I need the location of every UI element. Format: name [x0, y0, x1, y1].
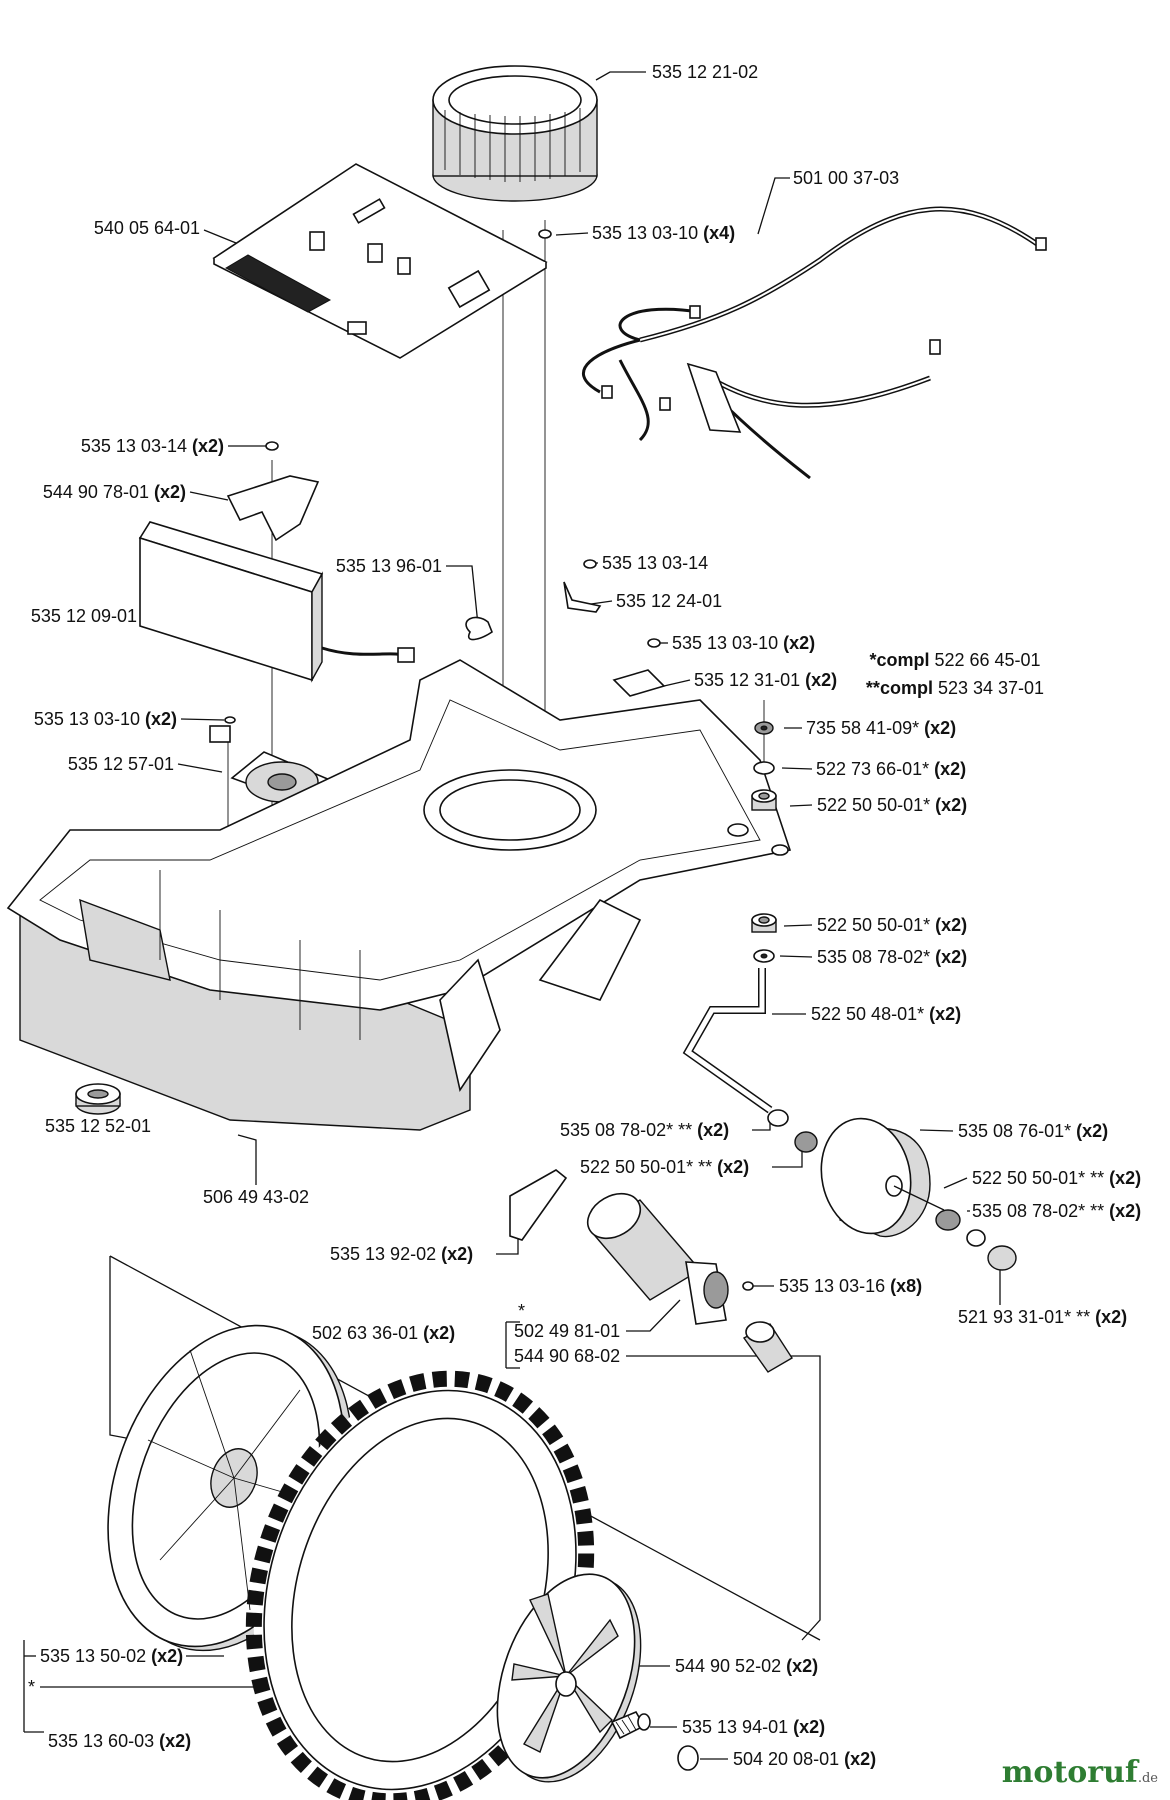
- wire-harness-part: [582, 206, 1047, 480]
- bushing-stack-upper: [751, 721, 777, 811]
- bushing-stack-lower: [751, 913, 777, 963]
- small-bracket-part: [563, 581, 602, 613]
- plate-part: [612, 669, 666, 697]
- battery-part: [138, 521, 415, 683]
- drive-motor-part: [586, 1192, 729, 1325]
- wheel-cap-part: [496, 1573, 642, 1783]
- battery-clip-part: [226, 475, 320, 542]
- ring-cover-part: [432, 65, 598, 202]
- front-wheel-part: [767, 1109, 1017, 1271]
- hub-screw-part: [610, 1710, 651, 1740]
- circuit-board-part: [212, 163, 548, 359]
- loop-bracket-part: [465, 616, 493, 641]
- screw-icons-top: [224, 229, 661, 724]
- hub-part: [742, 1321, 793, 1373]
- compl-note-1: *compl 522 66 45-01: [869, 650, 1041, 670]
- motor-screw-icon: [742, 1281, 754, 1291]
- hub-cap-part: [677, 1745, 699, 1771]
- gasket-part: [509, 1169, 568, 1241]
- foot-part: [75, 1083, 121, 1115]
- motoruf-watermark: motoruf.de: [1001, 1755, 1158, 1790]
- chassis-part: [6, 659, 792, 1131]
- compl-note-2: **compl 523 34 37-01: [865, 678, 1045, 698]
- axle-part: [682, 968, 773, 1114]
